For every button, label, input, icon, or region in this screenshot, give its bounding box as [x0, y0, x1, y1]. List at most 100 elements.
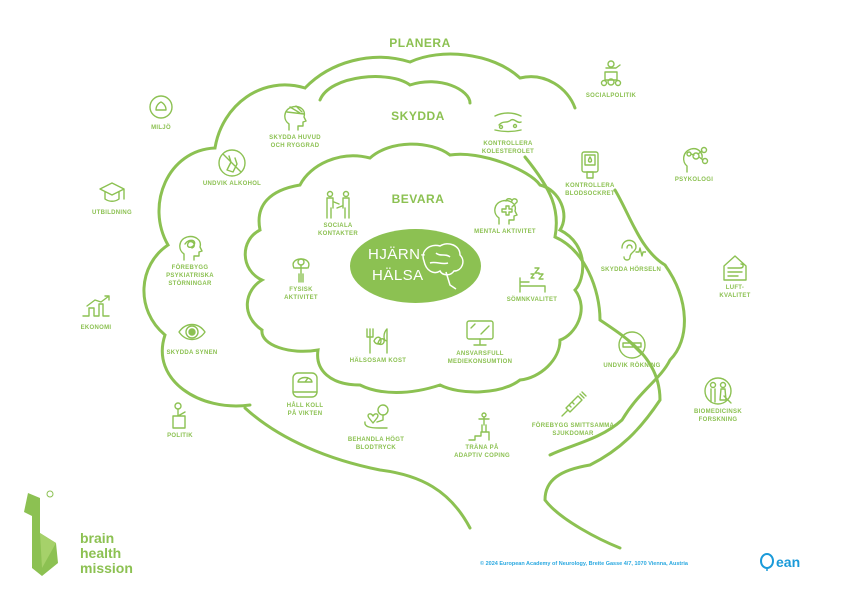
item-label: EKONOMI: [80, 325, 112, 331]
syringe-icon: [561, 391, 587, 417]
brain-health-mission-logo: [24, 490, 58, 576]
speaker-podium-icon: [172, 402, 186, 429]
outer-tail: [243, 406, 472, 530]
item-label: POLITIK: [167, 433, 193, 439]
item-socialpolitik: SOCIALPOLITIK: [556, 60, 666, 100]
ring-title-skydda: SKYDDA: [391, 109, 445, 123]
item-rokning: UNDVIK RÖKNING: [577, 330, 687, 370]
item-label: FYSISK: [289, 287, 313, 293]
item-blodsocker: KONTROLLERA BLODSOCKRET: [535, 150, 645, 198]
item-label: BEHANDLA HÖGT: [347, 437, 405, 443]
item-label: KONTROLLERA: [483, 141, 533, 147]
item-luftkvalitet: LUFT- KVALITET: [680, 252, 790, 300]
item-label: SOCIALPOLITIK: [585, 93, 637, 99]
item-label: MEDIEKONSUMTION: [447, 359, 513, 365]
item-miljo: MILJÖ: [106, 92, 216, 132]
item-alkohol: UNDVIK ALKOHOL: [177, 148, 287, 188]
item-horseln: SKYDDA HÖRSELN: [576, 234, 686, 274]
item-label: HÅLL KOLL: [286, 403, 324, 409]
ean-globe-icon: [760, 553, 774, 571]
item-label: KONTAKTER: [318, 231, 358, 237]
brand-word-2: health: [80, 545, 122, 561]
item-label: ADAPTIV COPING: [454, 453, 510, 459]
jump-rope-icon: [292, 258, 310, 283]
item-label: KVALITET: [719, 293, 751, 299]
item-label: KONTROLLERA: [565, 183, 615, 189]
brain-health-core: HJÄRN- HÄLSA: [350, 229, 481, 303]
item-label: SJUKDOMAR: [552, 431, 594, 437]
item-label: FÖREBYGG SMITTSAMMA: [531, 423, 615, 429]
outer-cloud: [142, 52, 662, 550]
bed-sleep-icon: [519, 267, 546, 293]
item-label: SKYDDA SYNEN: [166, 350, 218, 356]
eye-icon: [178, 323, 206, 341]
item-label: AKTIVITET: [284, 295, 318, 301]
core-line-2: HÄLSA: [372, 267, 424, 284]
item-somn: SÖMNKVALITET: [477, 264, 587, 304]
item-label: UNDVIK ALKOHOL: [202, 181, 262, 187]
brain-icon: [422, 243, 464, 290]
item-blodtryck: BEHANDLA HÖGT BLODTRYCK: [321, 404, 431, 452]
artery-icon: [494, 112, 522, 133]
item-synen: SKYDDA SYNEN: [137, 317, 247, 357]
middle-cloud: [318, 75, 686, 457]
blood-pressure-icon: [364, 404, 389, 429]
item-ekonomi: EKONOMI: [41, 292, 151, 332]
item-label: MENTAL AKTIVITET: [474, 229, 536, 235]
item-psykologi: PSYKOLOGI: [639, 144, 749, 184]
helmet-head-icon: [284, 105, 307, 131]
ring-title-bevara: BEVARA: [391, 192, 445, 206]
item-mental: MENTAL AKTIVITET: [450, 196, 560, 236]
item-fysisk: FYSISK AKTIVITET: [246, 254, 356, 302]
item-vikten: HÅLL KOLL PÅ VIKTEN: [250, 370, 360, 418]
ean-logo: ean: [760, 553, 800, 571]
item-label: BLODTRYCK: [355, 445, 397, 451]
no-smoking-icon: [618, 331, 646, 359]
item-label: SÖMNKVALITET: [506, 297, 558, 303]
item-label: BIOMEDICINSK: [694, 409, 742, 415]
stairs-person-icon: [468, 412, 490, 441]
item-label: FÖREBYGG: [171, 265, 209, 271]
glucose-meter-icon: [581, 151, 599, 179]
head-network-icon: [682, 146, 709, 173]
graduation-cap-icon: [99, 182, 125, 202]
no-alcohol-icon: [218, 149, 246, 177]
inner-cloud: [243, 142, 585, 394]
house-wind-icon: [723, 255, 747, 281]
item-label: BLODSOCKRET: [565, 191, 615, 197]
monitor-icon: [466, 320, 494, 346]
item-label: SKYDDA HÖRSELN: [600, 267, 662, 273]
item-label: SKYDDA HUVUD: [269, 135, 321, 141]
audience-icon: [600, 60, 622, 87]
cutlery-leaf-icon: [366, 328, 388, 354]
item-label: UNDVIK RÖKNING: [603, 363, 661, 369]
item-label: LUFT-: [725, 285, 745, 291]
researchers-icon: [704, 377, 732, 405]
item-utbildning: UTBILDNING: [57, 177, 167, 217]
two-people-icon: [326, 190, 350, 219]
item-kost: HÄLSOSAM KOST: [323, 325, 433, 365]
item-label: FORSKNING: [698, 417, 738, 423]
chart-growth-icon: [82, 295, 110, 317]
item-label: KOLESTEROLET: [481, 149, 535, 155]
item-kolesterol: KONTROLLERA KOLESTEROLET: [453, 108, 563, 156]
recycle-leaf-icon: [149, 95, 173, 119]
item-label: HÄLSOSAM KOST: [349, 358, 407, 364]
brand-word-3: mission: [80, 560, 133, 576]
ring-title-planera: PLANERA: [389, 36, 451, 50]
head-heart-icon: [494, 198, 518, 225]
item-label: PSYKOLOGI: [674, 177, 714, 183]
brand-word-1: brain: [80, 530, 115, 546]
item-label: MILJÖ: [151, 125, 171, 131]
ean-text: ean: [776, 554, 801, 570]
scale-icon: [292, 372, 318, 398]
item-label: PÅ VIKTEN: [287, 411, 323, 417]
tangled-head-icon: [179, 235, 203, 261]
